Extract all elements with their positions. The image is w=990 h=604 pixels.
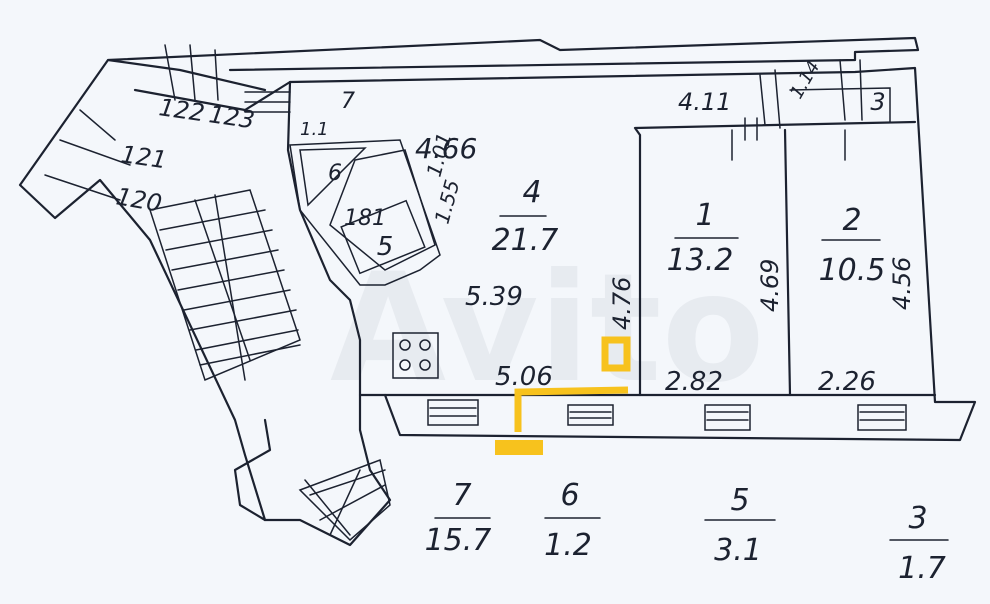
stair-number: 120 (114, 182, 164, 218)
legend-area: 15.7 (425, 523, 492, 558)
dim-469: 4.69 (756, 259, 784, 312)
stove (392, 332, 439, 379)
room-2-area: 10.5 (819, 253, 886, 288)
stair-ticks (44, 44, 291, 201)
wc-number: 6 (328, 161, 342, 186)
bathroom-block (289, 139, 441, 286)
highlight-marker (495, 336, 631, 455)
dim-282: 2.82 (665, 367, 723, 397)
legend-number: 5 (730, 483, 749, 518)
dim-456: 4.56 (888, 257, 916, 310)
watermark: Avito (330, 242, 765, 416)
dim-539: 5.39 (465, 282, 523, 312)
room-4-area: 21.7 (492, 223, 559, 258)
landing (298, 458, 391, 542)
legend-number: 7 (452, 478, 471, 513)
dim-11: 1.1 (300, 119, 329, 140)
dim-466: 4.66 (415, 132, 477, 165)
closet-number: 3 (870, 88, 885, 116)
legend-number: 3 (908, 501, 927, 536)
legend-item: 5 3.1 (704, 483, 776, 568)
legend-item: 6 1.2 (544, 478, 601, 563)
outer-wall (18, 36, 920, 522)
room-4-number: 4 (522, 175, 541, 210)
dim-226: 2.26 (818, 367, 876, 397)
dim-411: 4.11 (678, 88, 731, 116)
bath-mark: 181 (344, 206, 386, 231)
room1-wall (633, 120, 917, 397)
door-marks (744, 117, 758, 141)
legend-area: 1.7 (898, 551, 946, 586)
legend-number: 6 (560, 478, 579, 513)
room-1-area: 13.2 (667, 243, 734, 278)
room-2-number: 2 (842, 203, 861, 238)
legend-item: 3 1.7 (889, 501, 949, 586)
wc-top: 7 (341, 89, 355, 114)
legend-area: 3.1 (714, 533, 762, 568)
dim-506: 5.06 (495, 362, 553, 392)
room-1-number: 1 (695, 198, 714, 233)
legend-area: 1.2 (544, 528, 592, 563)
legend-item: 7 15.7 (425, 478, 492, 558)
main-wall (288, 66, 977, 442)
stair-wall (133, 80, 392, 547)
stair-flight (149, 189, 301, 382)
closet (731, 59, 891, 161)
bath-number: 5 (377, 232, 394, 262)
dim-476: 4.76 (608, 277, 636, 330)
dim-155: 1.55 (430, 177, 465, 226)
dim-114: 1.14 (786, 57, 824, 102)
stair-number: 122 (157, 93, 206, 127)
windows (427, 399, 907, 431)
stair-number: 121 (119, 140, 168, 174)
stair-number: 123 (207, 100, 256, 134)
